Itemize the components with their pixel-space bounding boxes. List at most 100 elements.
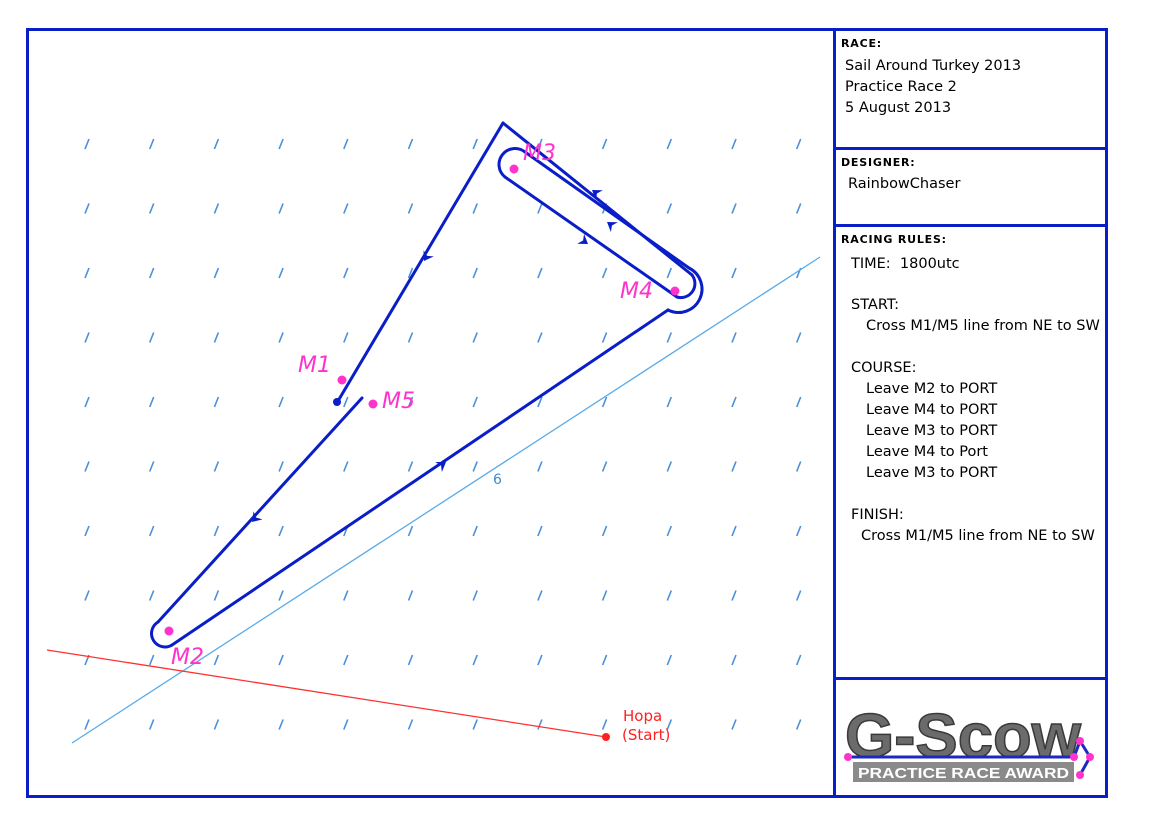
course-leg: Leave M3 to PORT bbox=[866, 465, 998, 481]
wind-barb bbox=[472, 719, 478, 730]
wind-barb bbox=[407, 267, 414, 279]
wind-barb bbox=[537, 461, 543, 472]
wind-barb bbox=[213, 590, 220, 601]
wind-barb bbox=[343, 332, 349, 343]
wind-barb bbox=[213, 719, 220, 730]
wind-barb bbox=[601, 525, 608, 537]
racing-rules-panel: RACING RULES: TIME: 1800utc START: Cross… bbox=[836, 227, 1105, 677]
mark-m4-label: M4 bbox=[620, 279, 653, 304]
mark-m2-buoy bbox=[164, 626, 174, 636]
logo-subtitle: PRACTICE RACE AWARD bbox=[858, 765, 1069, 782]
wind-barb bbox=[213, 461, 220, 472]
wind-barb bbox=[795, 654, 802, 666]
wind-barb bbox=[148, 525, 155, 537]
depth-contour-line bbox=[71, 256, 821, 744]
wind-barb bbox=[795, 719, 802, 730]
wind-barb bbox=[343, 203, 349, 214]
wind-barb bbox=[795, 461, 802, 472]
race-subtitle: Practice Race 2 bbox=[845, 79, 957, 95]
course-map: 6 Hopa (Start) M1 M2 M3 M4 M5 bbox=[46, 121, 821, 744]
wind-barb bbox=[795, 332, 802, 343]
race-time: TIME: 1800utc bbox=[851, 256, 960, 272]
wind-barb bbox=[472, 138, 478, 150]
start-bearing-line bbox=[46, 649, 607, 738]
wind-barb bbox=[407, 138, 414, 150]
wind-barb bbox=[537, 332, 543, 343]
wind-barb bbox=[148, 719, 155, 730]
wind-barb bbox=[278, 332, 284, 343]
wind-barb bbox=[407, 525, 414, 537]
wind-barb bbox=[666, 138, 673, 150]
start-label: START: bbox=[851, 297, 900, 313]
wind-barb bbox=[601, 654, 608, 666]
wind-barb bbox=[278, 719, 284, 730]
wind-barb bbox=[343, 654, 349, 666]
wind-barb bbox=[148, 461, 155, 472]
depth-contour-label: 6 bbox=[493, 472, 502, 488]
wind-barb bbox=[148, 654, 155, 666]
wind-barb bbox=[666, 396, 673, 408]
wind-barb bbox=[213, 332, 220, 343]
wind-barb bbox=[666, 332, 673, 343]
wind-barb bbox=[343, 138, 349, 150]
wind-barb bbox=[601, 719, 608, 730]
wind-barb bbox=[343, 461, 349, 472]
outer-frame bbox=[26, 28, 1108, 798]
race-date: 5 August 2013 bbox=[845, 100, 952, 116]
wind-barb bbox=[84, 719, 90, 730]
racing-rules-heading: RACING RULES: bbox=[841, 233, 947, 246]
wind-barb bbox=[601, 590, 608, 601]
wind-barb bbox=[84, 461, 90, 472]
wind-barb bbox=[472, 396, 478, 408]
g-scow-award-logo: G-Scow PRACTICE RACE AWARD bbox=[836, 681, 1105, 795]
wind-barb bbox=[278, 203, 284, 214]
wind-barb bbox=[213, 203, 220, 214]
wind-barb bbox=[731, 396, 737, 408]
course-leg: Leave M4 to Port bbox=[866, 444, 988, 460]
start-instruction: Cross M1/M5 line from NE to SW bbox=[866, 318, 1100, 334]
wind-barb bbox=[407, 719, 414, 730]
wind-barb bbox=[278, 461, 284, 472]
wind-barb bbox=[84, 396, 90, 408]
wind-barb bbox=[731, 138, 737, 150]
wind-barb bbox=[343, 590, 349, 601]
wind-barb bbox=[731, 267, 737, 279]
wind-barb bbox=[407, 461, 414, 472]
wind-barb bbox=[472, 332, 478, 343]
mark-m5-buoy bbox=[368, 399, 378, 409]
mark-m2-label: M2 bbox=[171, 645, 204, 670]
mark-m3-buoy bbox=[509, 164, 519, 174]
course-route bbox=[150, 121, 704, 649]
wind-barb bbox=[407, 396, 414, 408]
wind-barb bbox=[731, 461, 737, 472]
wind-barb bbox=[731, 525, 737, 537]
finish-label: FINISH: bbox=[851, 507, 904, 523]
logo-title: G-Scow bbox=[845, 702, 1082, 771]
designer-heading: DESIGNER: bbox=[841, 156, 916, 169]
wind-barb bbox=[795, 138, 802, 150]
wind-barb bbox=[213, 267, 220, 279]
wind-barb bbox=[148, 396, 155, 408]
wind-barb bbox=[537, 525, 543, 537]
wind-barb bbox=[278, 396, 284, 408]
wind-barb bbox=[148, 267, 155, 279]
race-name: Sail Around Turkey 2013 bbox=[845, 58, 1022, 74]
course-leg: Leave M3 to PORT bbox=[866, 423, 998, 439]
wind-barb bbox=[601, 138, 608, 150]
logo-course-icon bbox=[844, 737, 1094, 779]
wind-barb bbox=[213, 396, 220, 408]
wind-barb bbox=[666, 461, 673, 472]
mark-m1-label: M1 bbox=[298, 353, 331, 378]
wind-barb bbox=[795, 203, 802, 214]
wind-barb bbox=[795, 525, 802, 537]
wind-barb bbox=[148, 590, 155, 601]
wind-barb bbox=[407, 203, 414, 214]
wind-barb bbox=[213, 525, 220, 537]
wind-barbs bbox=[84, 138, 802, 730]
mark-m5-label: M5 bbox=[382, 389, 415, 414]
hopa-start-note: (Start) bbox=[622, 726, 670, 744]
hopa-label: Hopa bbox=[623, 707, 662, 725]
wind-barb bbox=[537, 654, 543, 666]
wind-barb bbox=[731, 654, 737, 666]
wind-barb bbox=[472, 267, 478, 279]
